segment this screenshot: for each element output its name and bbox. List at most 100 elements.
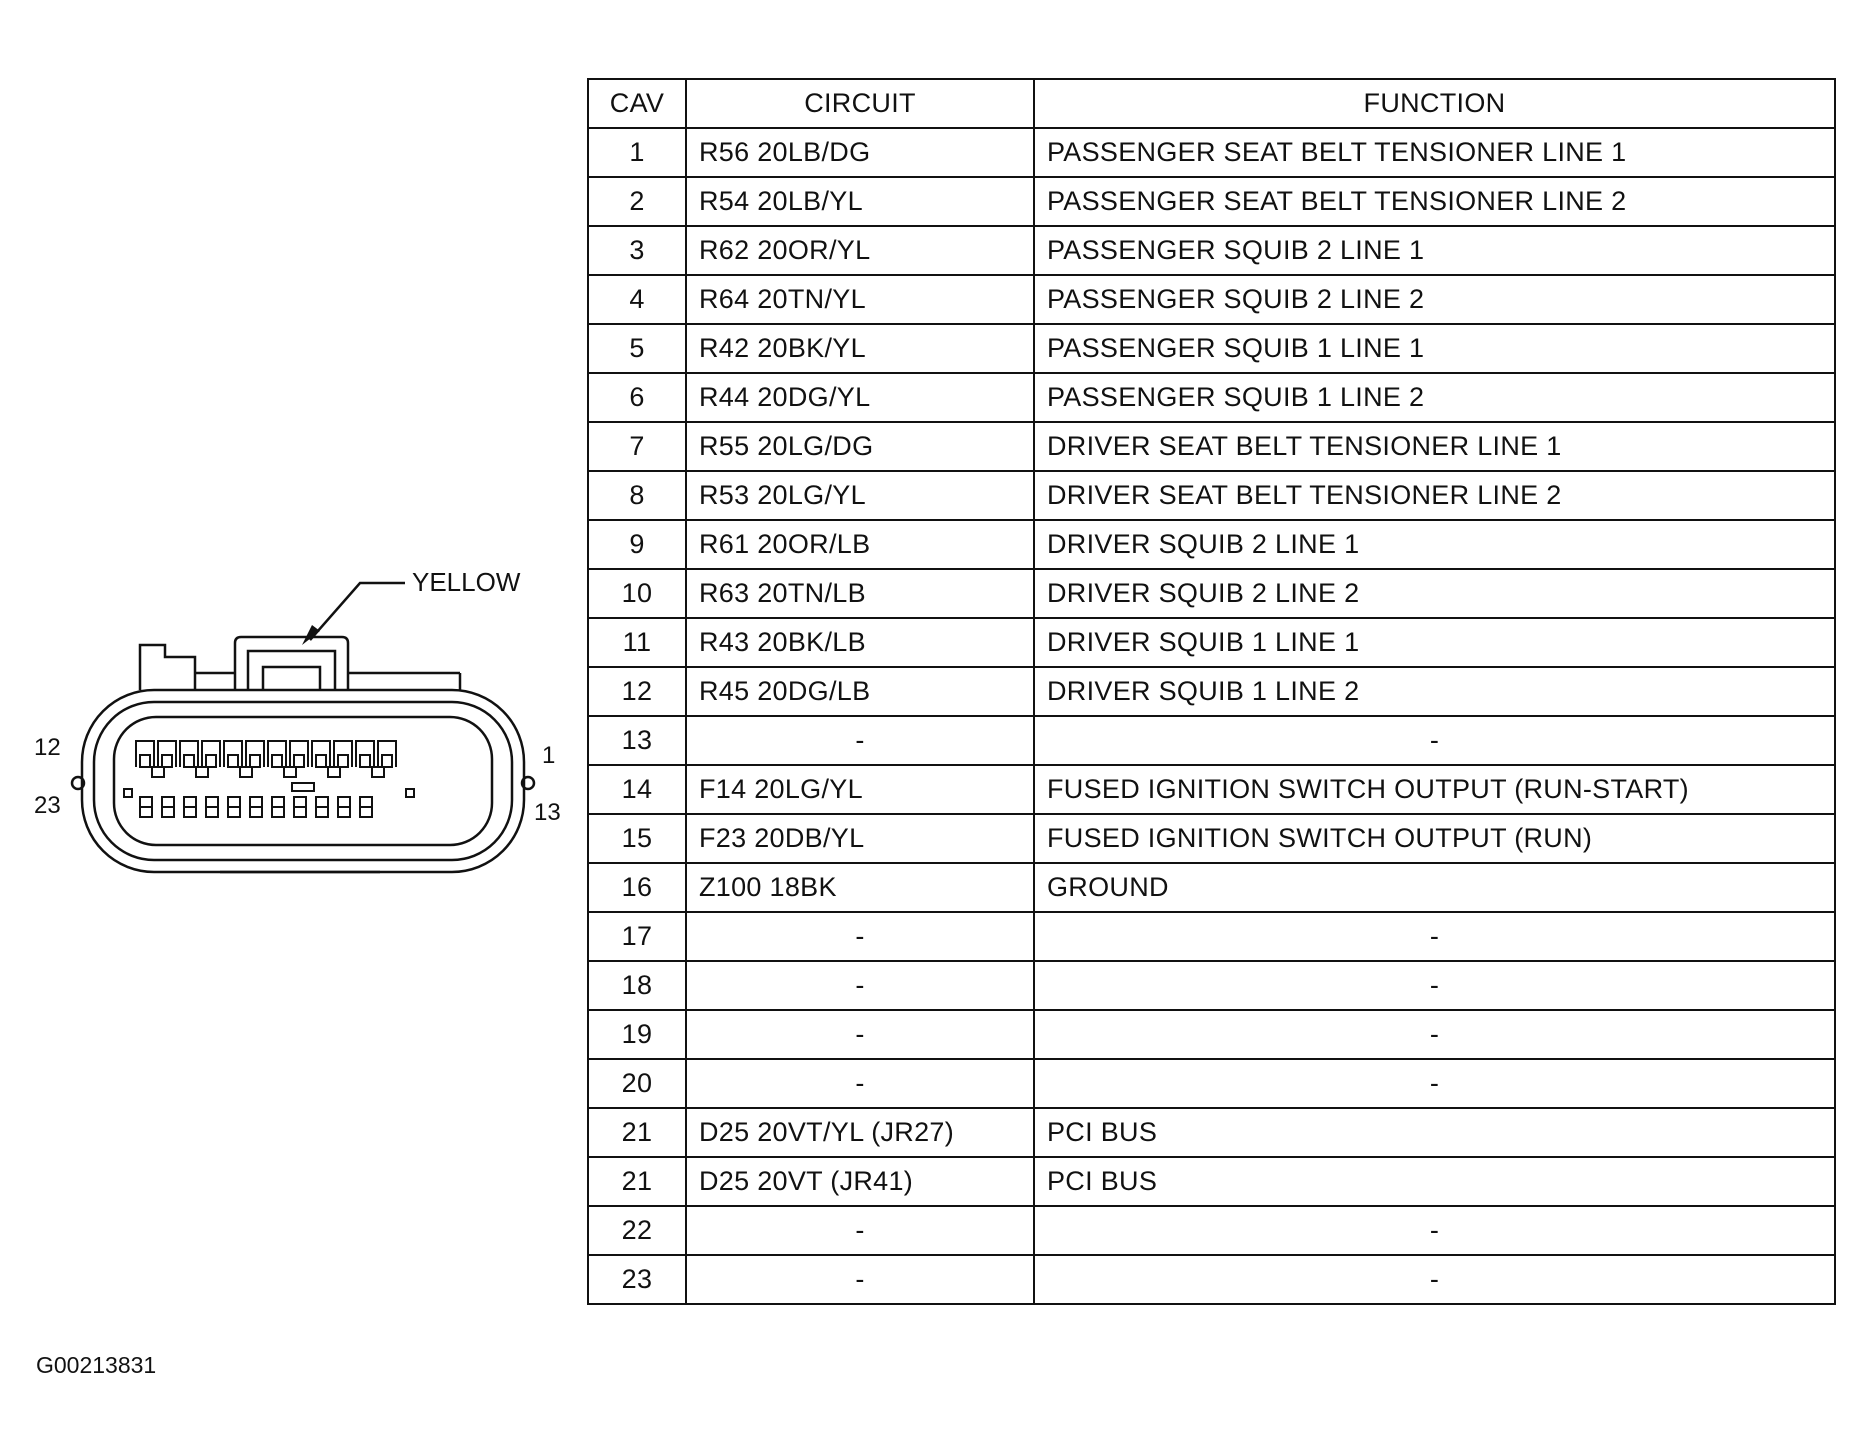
cell-function: PASSENGER SEAT BELT TENSIONER LINE 2	[1033, 176, 1836, 227]
cell-cav: 16	[587, 862, 687, 913]
upper-terminal	[249, 754, 261, 768]
upper-cavity	[355, 740, 375, 767]
cell-circuit: -	[685, 960, 1035, 1011]
cell-function: DRIVER SQUIB 2 LINE 2	[1033, 568, 1836, 619]
cell-cav: 4	[587, 274, 687, 325]
cell-function: -	[1033, 1009, 1836, 1060]
cell-function: PCI BUS	[1033, 1107, 1836, 1158]
cell-cav: 5	[587, 323, 687, 374]
cell-circuit: R56 20LB/DG	[685, 127, 1035, 178]
cell-function: -	[1033, 911, 1836, 962]
cell-circuit: D25 20VT (JR41)	[685, 1156, 1035, 1207]
cell-circuit: R55 20LG/DG	[685, 421, 1035, 472]
header-circuit: CIRCUIT	[685, 78, 1035, 129]
cell-function: -	[1033, 1254, 1836, 1305]
cavity-notch	[151, 766, 165, 778]
pin-label-23: 23	[34, 792, 61, 819]
cell-cav: 14	[587, 764, 687, 815]
cell-circuit: F14 20LG/YL	[685, 764, 1035, 815]
arrow-head-icon	[302, 625, 320, 645]
cavity-notch	[239, 766, 253, 778]
cell-circuit: -	[685, 1009, 1035, 1060]
cell-function: FUSED IGNITION SWITCH OUTPUT (RUN)	[1033, 813, 1836, 864]
upper-cavity	[157, 740, 177, 767]
upper-cavity	[201, 740, 221, 767]
cell-function: DRIVER SEAT BELT TENSIONER LINE 1	[1033, 421, 1836, 472]
cell-circuit: R53 20LG/YL	[685, 470, 1035, 521]
cell-function: PASSENGER SQUIB 1 LINE 1	[1033, 323, 1836, 374]
upper-cavity	[377, 740, 397, 767]
cell-circuit: -	[685, 715, 1035, 766]
upper-terminal	[205, 754, 217, 768]
cell-cav: 9	[587, 519, 687, 570]
pin-label-13: 13	[534, 799, 561, 826]
yellow-callout-arrow	[309, 581, 405, 641]
table-row: 17--	[587, 911, 1836, 962]
connector-diagram: YELLOW 12 23 1 13	[34, 567, 561, 874]
cell-circuit: -	[685, 911, 1035, 962]
cell-cav: 20	[587, 1058, 687, 1109]
cell-function: -	[1033, 1205, 1836, 1256]
cell-circuit: -	[685, 1254, 1035, 1305]
cell-circuit: R42 20BK/YL	[685, 323, 1035, 374]
table-row: 19--	[587, 1009, 1836, 1060]
cell-function: PASSENGER SEAT BELT TENSIONER LINE 1	[1033, 127, 1836, 178]
cell-function: PASSENGER SQUIB 1 LINE 2	[1033, 372, 1836, 423]
cell-cav: 19	[587, 1009, 687, 1060]
corner-marker	[405, 788, 415, 798]
cell-cav: 17	[587, 911, 687, 962]
connector-housing-inner	[92, 700, 514, 862]
header-cav: CAV	[587, 78, 687, 129]
cell-cav: 23	[587, 1254, 687, 1305]
upper-terminal	[227, 754, 239, 768]
pin-label-12: 12	[34, 734, 61, 761]
table-header-row: CAV CIRCUIT FUNCTION	[587, 78, 1836, 129]
upper-terminal	[381, 754, 393, 768]
cell-function: PASSENGER SQUIB 2 LINE 1	[1033, 225, 1836, 276]
cavity-notch	[371, 766, 385, 778]
upper-cavity	[311, 740, 331, 767]
cell-cav: 18	[587, 960, 687, 1011]
cell-function: PASSENGER SQUIB 2 LINE 2	[1033, 274, 1836, 325]
cell-function: -	[1033, 1058, 1836, 1109]
table-row: 20--	[587, 1058, 1836, 1109]
cell-function: -	[1033, 715, 1836, 766]
upper-terminal	[271, 754, 283, 768]
cell-function: -	[1033, 960, 1836, 1011]
cell-circuit: R44 20DG/YL	[685, 372, 1035, 423]
cell-function: DRIVER SQUIB 1 LINE 2	[1033, 666, 1836, 717]
cell-circuit: -	[685, 1058, 1035, 1109]
pin-label-1: 1	[542, 742, 555, 769]
upper-cavity	[289, 740, 309, 767]
cell-cav: 6	[587, 372, 687, 423]
upper-terminal	[359, 754, 371, 768]
upper-terminal	[337, 754, 349, 768]
cell-function: DRIVER SEAT BELT TENSIONER LINE 2	[1033, 470, 1836, 521]
cell-circuit: Z100 18BK	[685, 862, 1035, 913]
cell-cav: 15	[587, 813, 687, 864]
cell-cav: 8	[587, 470, 687, 521]
cell-cav: 12	[587, 666, 687, 717]
polarization-key	[291, 782, 315, 792]
cell-circuit: R64 20TN/YL	[685, 274, 1035, 325]
cell-circuit: R43 20BK/LB	[685, 617, 1035, 668]
lower-cavity-row	[123, 782, 415, 818]
upper-cavity	[245, 740, 265, 767]
cell-cav: 21	[587, 1107, 687, 1158]
upper-terminal	[161, 754, 173, 768]
cavity-notch	[195, 766, 209, 778]
cell-cav: 3	[587, 225, 687, 276]
cell-function: DRIVER SQUIB 1 LINE 1	[1033, 617, 1836, 668]
